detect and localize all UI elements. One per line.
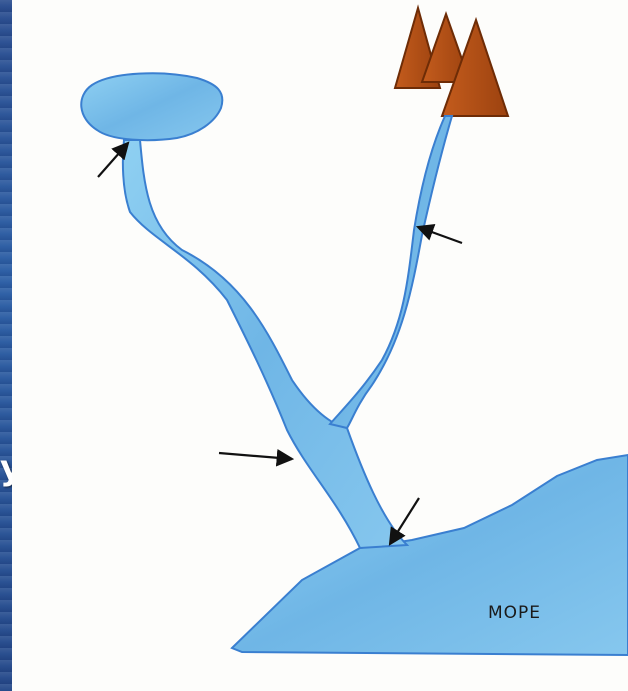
river-main-channel <box>123 140 407 548</box>
river-system-diagram: МОРЕ <box>12 0 628 691</box>
sea-label: МОРЕ <box>488 603 541 623</box>
pointer-arrows <box>98 143 462 544</box>
sea <box>232 455 628 655</box>
river-tributary <box>330 116 452 428</box>
lake <box>81 73 222 140</box>
mountains <box>395 8 508 116</box>
arrow-main-river <box>219 453 292 459</box>
arrow-tributary <box>418 227 462 243</box>
drawing-paper: МОРЕ <box>12 0 628 691</box>
arrow-river-mouth <box>390 498 419 544</box>
